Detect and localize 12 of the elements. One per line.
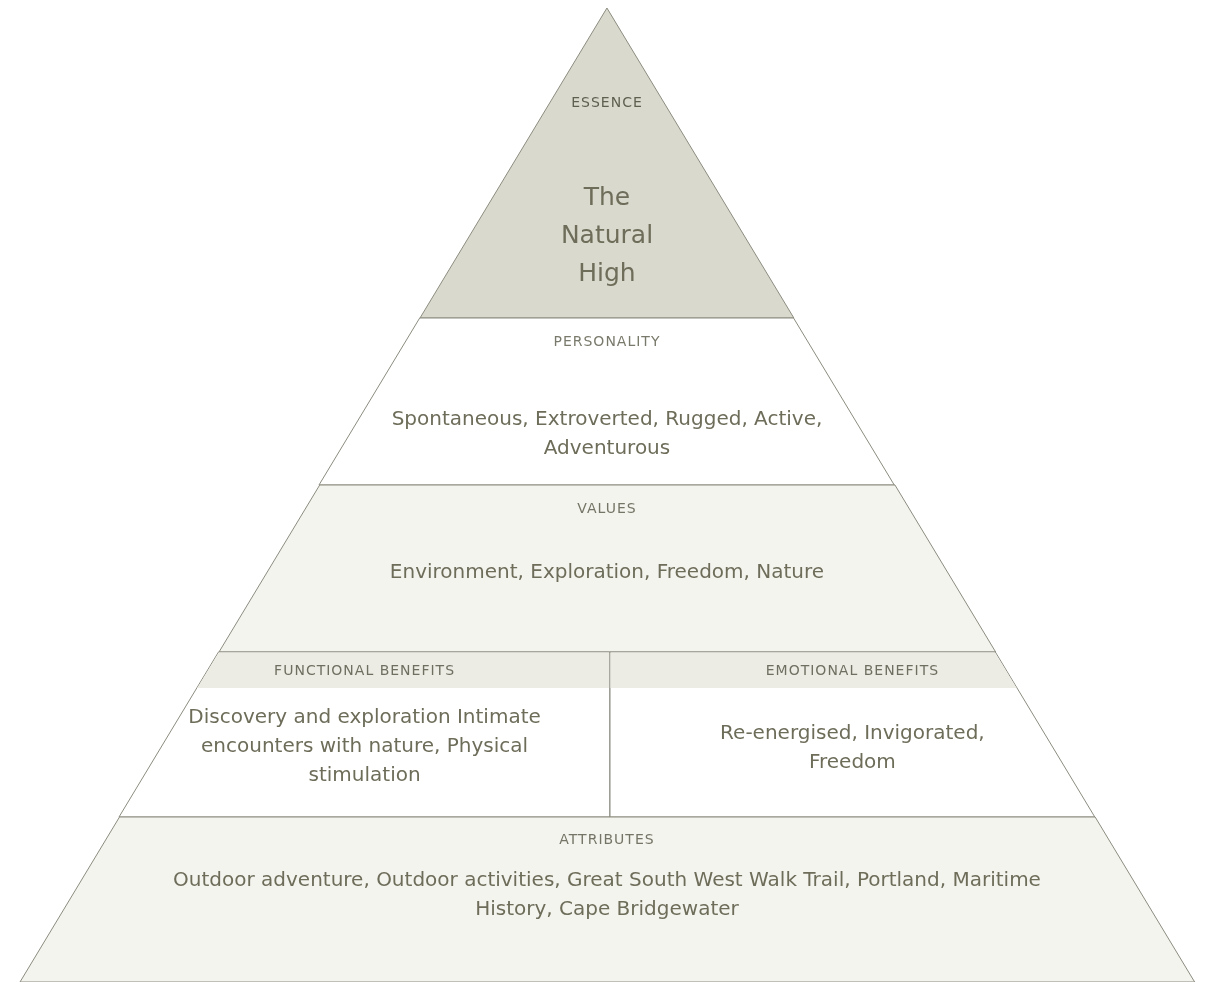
tier-heading: ESSENCE xyxy=(570,94,644,110)
tier-heading: ATTRIBUTES xyxy=(558,831,656,847)
tier-text: Discovery and exploration Intimate encounters with nature, Physical stimulation xyxy=(187,703,542,788)
tier-heading: EMOTIONAL BENEFITS xyxy=(764,662,941,678)
tier-heading: VALUES xyxy=(576,500,638,516)
tier-text: The Natural High xyxy=(559,181,655,289)
tier-text: Outdoor adventure, Outdoor activities, Great South West Walk Trail, Portland, Maritime History, Cape Bridgewater xyxy=(172,866,1042,922)
tier-text: Environment, Exploration, Freedom, Nature xyxy=(388,558,826,585)
tier-text: Re-energised, Invigorated, Freedom xyxy=(719,719,986,775)
tier-heading: FUNCTIONAL BENEFITS xyxy=(273,662,457,678)
tier-text: Spontaneous, Extroverted, Rugged, Active, Adventurous xyxy=(390,405,824,461)
tier-heading: PERSONALITY xyxy=(552,333,662,349)
